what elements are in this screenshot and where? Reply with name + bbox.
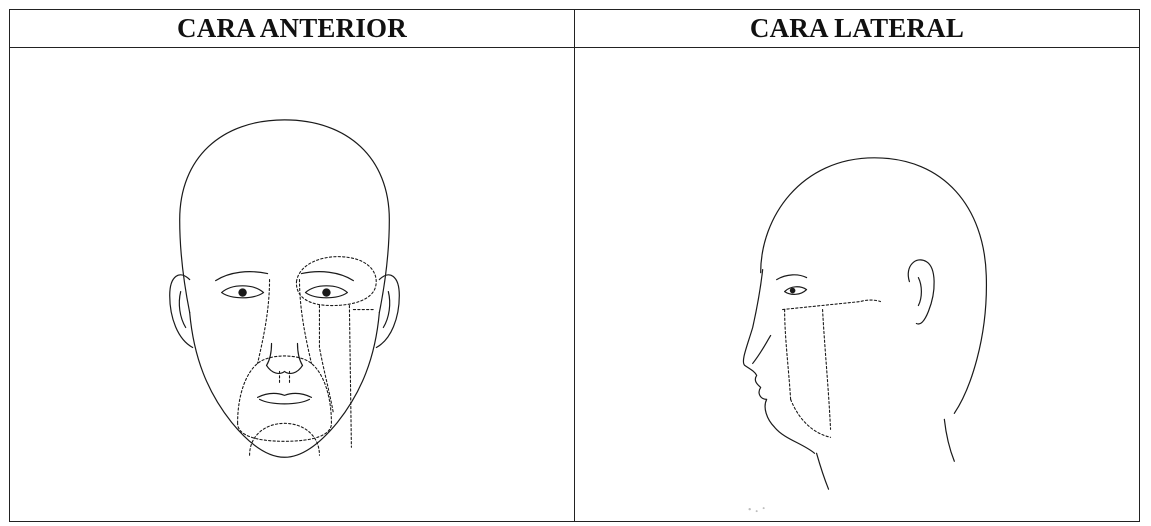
- lateral-eye-brow: [777, 275, 807, 295]
- lateral-ear: [908, 260, 934, 324]
- header-cara-lateral: CARA LATERAL: [575, 10, 1140, 48]
- lateral-neck: [817, 419, 955, 489]
- header-row: CARA ANTERIOR CARA LATERAL: [10, 10, 1140, 48]
- front-nose-mouth: [258, 343, 312, 403]
- front-face-drawing: [10, 48, 574, 521]
- cell-cara-lateral: [575, 48, 1140, 522]
- front-eyebrows: [216, 272, 354, 281]
- front-head-outline: [180, 120, 390, 457]
- lateral-cosmetic-zones: [783, 300, 881, 437]
- lateral-face-drawing: [575, 48, 1139, 521]
- cell-cara-anterior: [10, 48, 575, 522]
- face-diagram-table: CARA ANTERIOR CARA LATERAL: [9, 9, 1140, 522]
- front-cosmetic-zones: [238, 257, 377, 456]
- lateral-speck: [748, 507, 764, 512]
- front-eyes: [222, 286, 348, 298]
- header-cara-anterior: CARA ANTERIOR: [10, 10, 575, 48]
- lateral-head-outline: [743, 158, 986, 453]
- diagram-row: [10, 48, 1140, 522]
- front-ears: [170, 275, 400, 348]
